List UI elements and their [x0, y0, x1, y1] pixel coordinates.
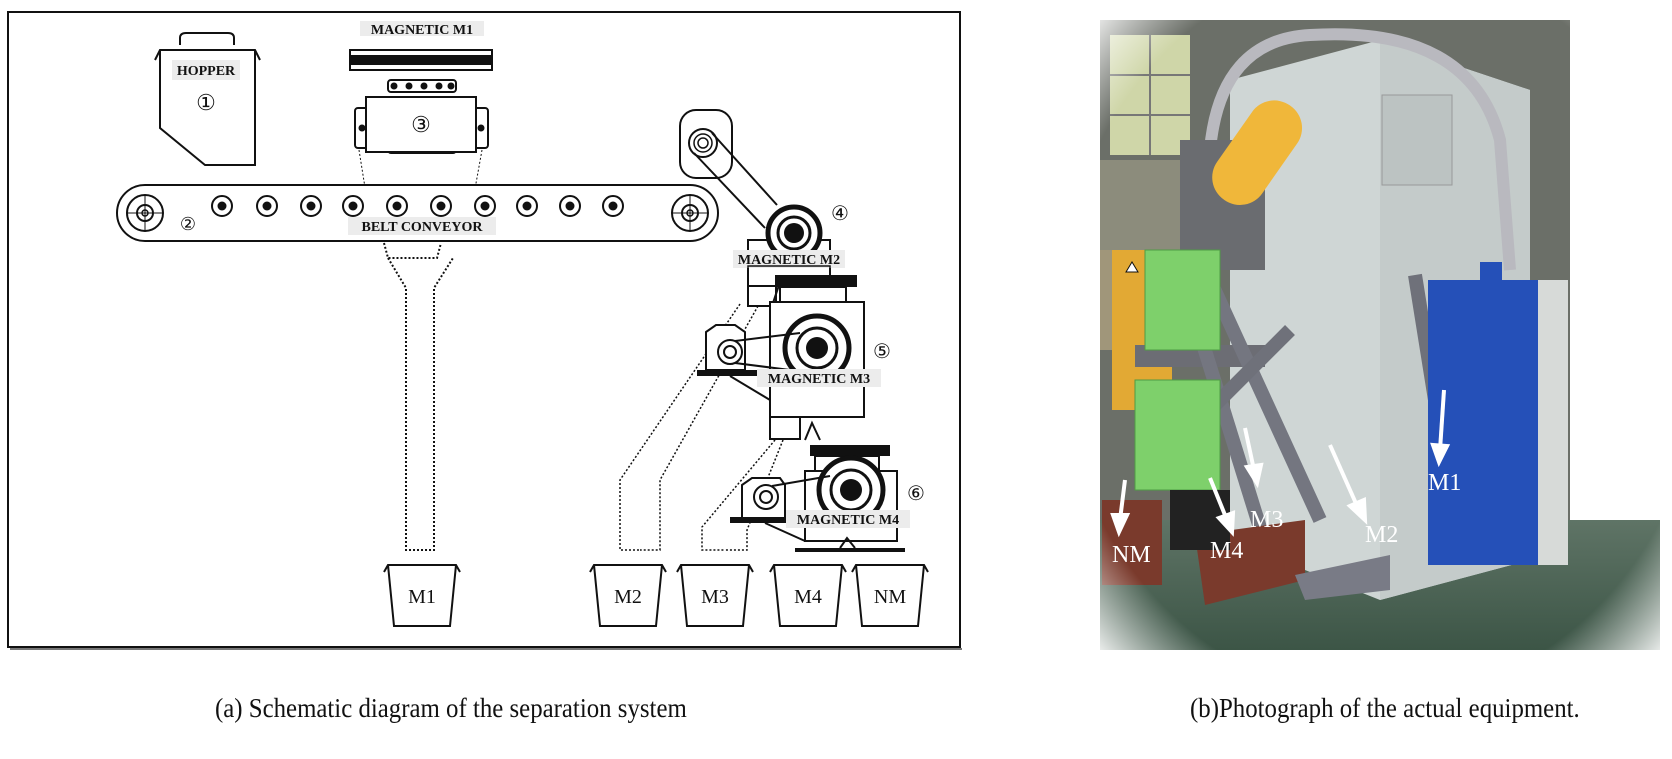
magnetic-m3: ⑤ MAGNETIC M3 — [697, 275, 891, 441]
bin-nm: NM — [851, 564, 929, 627]
magnetic-m3-number: ⑤ — [873, 339, 891, 363]
conveyor-roller — [559, 195, 581, 217]
magnetic-m3-label: MAGNETIC M3 — [768, 372, 870, 387]
magnetic-m4-number: ⑥ — [907, 481, 925, 505]
hopper-label: HOPPER — [177, 64, 236, 79]
magnetic-m1-number: ③ — [411, 113, 431, 138]
magnetic-m2-number: ④ — [831, 201, 849, 225]
bin-label: NM — [874, 586, 906, 608]
magnetic-m4-label: MAGNETIC M4 — [797, 513, 899, 528]
schematic-diagram: HOPPER ① MAGNETIC M1 ③ ② — [7, 11, 962, 650]
magnetic-m4: ⑥ MAGNETIC M4 — [730, 445, 925, 552]
conveyor-roller — [516, 195, 538, 217]
collection-bins: M1 M2 M3 M4 NM — [383, 564, 929, 627]
chute-m1 — [383, 242, 454, 551]
belt-conveyor-number: ② — [180, 214, 196, 235]
bin-m4: M4 — [769, 564, 847, 627]
bin-label: M4 — [794, 586, 822, 608]
belt-conveyor: ② BELT CONVEYOR — [116, 184, 719, 242]
conveyor-roller — [211, 195, 233, 217]
bin-m3: M3 — [676, 564, 754, 627]
conveyor-roller — [602, 195, 624, 217]
bin-label: M2 — [614, 586, 642, 608]
conveyor-roller — [386, 195, 408, 217]
conveyor-roller — [300, 195, 322, 217]
conveyor-roller — [430, 195, 452, 217]
equipment-photo: NM M4 M3 M2 M1 — [1090, 0, 1672, 660]
magnetic-m2-label: MAGNETIC M2 — [738, 253, 840, 268]
caption-photo: (b)Photograph of the actual equipment. — [1190, 693, 1580, 723]
magnetic-m1: MAGNETIC M1 ③ — [349, 21, 493, 201]
magnetic-m1-label: MAGNETIC M1 — [371, 23, 473, 38]
bin-label: M1 — [408, 586, 436, 608]
belt-conveyor-label: BELT CONVEYOR — [362, 220, 484, 235]
chute-m2 — [619, 303, 759, 551]
caption-schematic: (a) Schematic diagram of the separation … — [215, 693, 687, 723]
bin-m2: M2 — [589, 564, 667, 627]
hopper: HOPPER ① — [154, 32, 261, 166]
bin-label: M3 — [701, 586, 729, 608]
conveyor-roller — [342, 195, 364, 217]
conveyor-roller — [256, 195, 278, 217]
conveyor-roller — [474, 195, 496, 217]
hopper-number: ① — [196, 91, 216, 116]
bin-m1: M1 — [383, 564, 461, 627]
